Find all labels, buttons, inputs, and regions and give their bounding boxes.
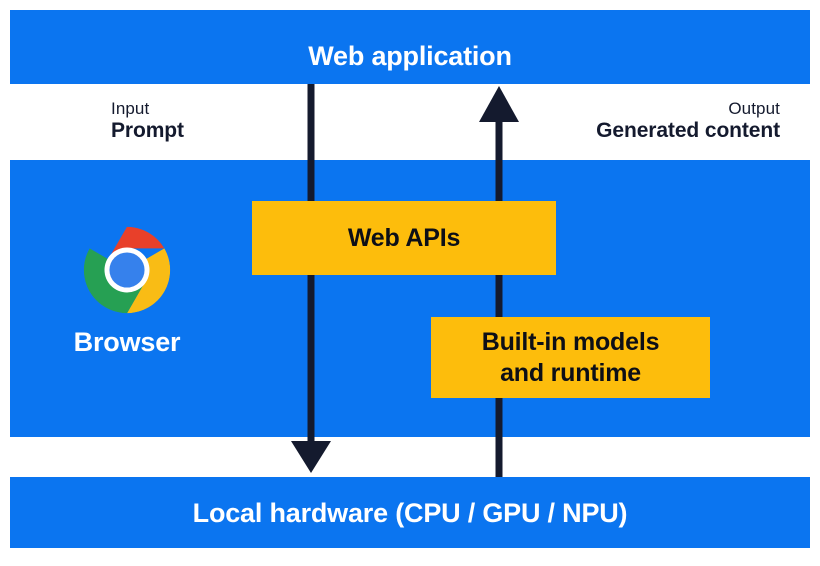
input-kicker: Input [111, 99, 150, 118]
builtin-models-line2: and runtime [500, 358, 641, 387]
builtin-models-line1: Built-in models [481, 328, 660, 356]
box-builtin-models[interactable]: Built-in models and runtime [431, 317, 710, 398]
flow-label-input: Input Prompt [111, 99, 184, 144]
chrome-logo-icon [83, 226, 171, 314]
local-hardware-label: Local hardware (CPU / GPU / NPU) [192, 498, 628, 528]
web-apis-label: Web APIs [347, 223, 461, 252]
output-value: Generated content [596, 119, 780, 143]
box-web-apis[interactable]: Web APIs [252, 201, 556, 275]
output-kicker: Output [728, 99, 780, 118]
builtin-models-label: Built-in models and runtime [482, 327, 660, 388]
band-web-application: Web application [10, 10, 810, 84]
browser-caption: Browser [73, 327, 181, 357]
band-local-hardware: Local hardware (CPU / GPU / NPU) [10, 477, 810, 548]
browser-identity: Browser [52, 225, 202, 356]
flow-label-output: Output Generated content [596, 99, 780, 144]
input-value: Prompt [111, 119, 184, 143]
web-application-label: Web application [308, 41, 512, 71]
